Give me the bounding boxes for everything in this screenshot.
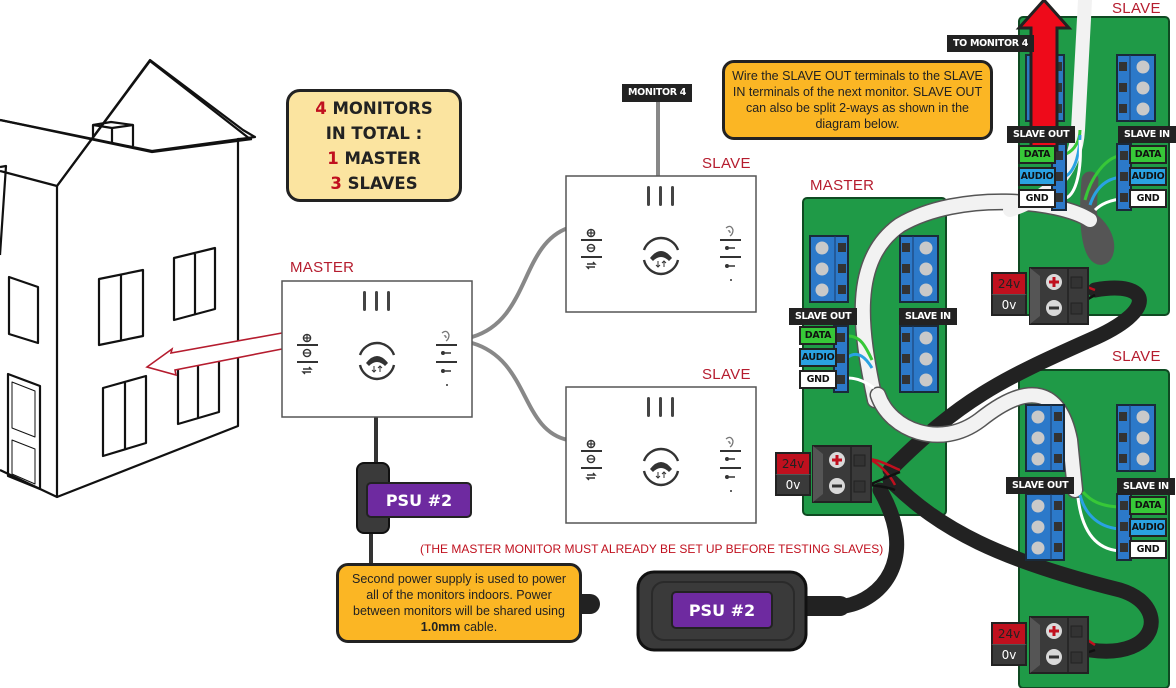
slave-top-board-label: SLAVE bbox=[1112, 0, 1161, 17]
summary-line-4: SLAVES bbox=[341, 173, 418, 193]
slave-monitor-bottom bbox=[564, 385, 758, 525]
slave-top-24v-label: 24v bbox=[991, 272, 1027, 294]
master-slave-out-label: SLAVE OUT bbox=[789, 308, 858, 325]
master-24v-label: 24v bbox=[775, 452, 811, 474]
slave-bottom-24v-label: 24v bbox=[991, 622, 1027, 644]
slave-top-in-gnd-terminal: GND bbox=[1129, 189, 1167, 208]
slave-top-slave-out-label: SLAVE OUT bbox=[1007, 126, 1076, 143]
master-board-label: MASTER bbox=[810, 177, 875, 194]
master-gnd-terminal: GND bbox=[799, 370, 837, 389]
summary-line-1: MONITORS bbox=[326, 98, 433, 118]
slave-top-out-audio-terminal: AUDIO bbox=[1018, 167, 1056, 186]
psu-info-text-2: cable. bbox=[460, 620, 498, 634]
psu-info-text: Second power supply is used to power all… bbox=[345, 571, 573, 635]
slave-bottom-slave-out-label: SLAVE OUT bbox=[1006, 477, 1075, 494]
slave-bottom-board-label: SLAVE bbox=[1112, 348, 1161, 365]
psu-info-text-1: Second power supply is used to power all… bbox=[351, 572, 566, 618]
summary-line-3: MASTER bbox=[338, 148, 421, 168]
wiring-instruction-text: Wire the SLAVE OUT terminals to the SLAV… bbox=[732, 69, 983, 131]
slave-bottom-0v-label: 0v bbox=[991, 644, 1027, 666]
master-monitor bbox=[280, 279, 474, 419]
slave-top-in-data-terminal: DATA bbox=[1129, 145, 1167, 164]
slave-top-out-data-terminal: DATA bbox=[1018, 145, 1056, 164]
psu-info-note: Second power supply is used to power all… bbox=[336, 563, 582, 643]
slave-top-out-gnd-terminal: GND bbox=[1018, 189, 1056, 208]
master-setup-warning: (THE MASTER MONITOR MUST ALREADY BE SET … bbox=[420, 542, 884, 556]
master-data-terminal: DATA bbox=[799, 326, 837, 345]
slave-bottom-slave-in-label: SLAVE IN bbox=[1117, 478, 1175, 495]
monitor-cables bbox=[470, 98, 660, 442]
slave-monitor-top bbox=[564, 174, 758, 314]
slave-bottom-in-gnd-terminal: GND bbox=[1129, 540, 1167, 559]
slave-bottom-monitor-label: SLAVE bbox=[702, 366, 751, 383]
to-monitor-4-label: TO MONITOR 4 bbox=[947, 35, 1035, 52]
psu-small-badge: PSU #2 bbox=[366, 482, 472, 518]
monitor-4-chip: MONITOR 4 bbox=[622, 84, 693, 102]
master-audio-terminal: AUDIO bbox=[799, 348, 837, 367]
summary-total-count: 4 bbox=[315, 98, 327, 118]
summary-line-2: IN TOTAL : bbox=[325, 123, 423, 143]
monitor-summary-box: 4 MONITORS IN TOTAL : 1 MASTER 3 SLAVES bbox=[286, 89, 462, 202]
summary-slave-count: 3 bbox=[330, 173, 342, 193]
indoor-arrow bbox=[145, 332, 283, 377]
psu-small-cable bbox=[369, 416, 378, 566]
slave-top-0v-label: 0v bbox=[991, 294, 1027, 316]
wiring-instruction-note: Wire the SLAVE OUT terminals to the SLAV… bbox=[722, 60, 993, 140]
summary-master-count: 1 bbox=[327, 148, 339, 168]
psu-large-badge: PSU #2 bbox=[671, 591, 773, 629]
master-slave-in-label: SLAVE IN bbox=[899, 308, 957, 325]
slave-top-monitor-label: SLAVE bbox=[702, 155, 751, 172]
house-illustration bbox=[0, 58, 257, 499]
slave-top-slave-in-label: SLAVE IN bbox=[1118, 126, 1176, 143]
master-0v-label: 0v bbox=[775, 474, 811, 496]
slave-bottom-in-audio-terminal: AUDIO bbox=[1129, 518, 1167, 537]
cable-size: 1.0mm bbox=[420, 620, 461, 634]
master-monitor-label: MASTER bbox=[290, 259, 355, 276]
slave-bottom-in-data-terminal: DATA bbox=[1129, 496, 1167, 515]
slave-top-in-audio-terminal: AUDIO bbox=[1129, 167, 1167, 186]
